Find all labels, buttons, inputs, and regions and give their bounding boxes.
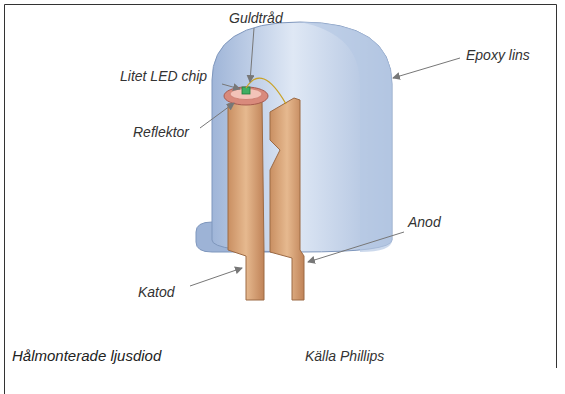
part-label: Guldtråd — [229, 10, 283, 26]
part-label: Epoxy lins — [466, 47, 530, 63]
cathode-lead — [228, 100, 264, 300]
source-note: Källa Phillips — [305, 348, 384, 364]
figure-caption: Hålmonterade ljusdiod — [12, 347, 161, 365]
gold-wire — [246, 78, 286, 104]
anode-lead — [270, 98, 304, 300]
reflector — [224, 87, 268, 105]
part-label: Anod — [408, 214, 441, 230]
led-chip — [242, 87, 250, 94]
part-label: Reflektor — [133, 124, 189, 140]
part-label: Katod — [138, 284, 175, 300]
frame — [5, 5, 557, 394]
leader-lines — [190, 28, 460, 286]
part-label: Litet LED chip — [120, 68, 207, 84]
